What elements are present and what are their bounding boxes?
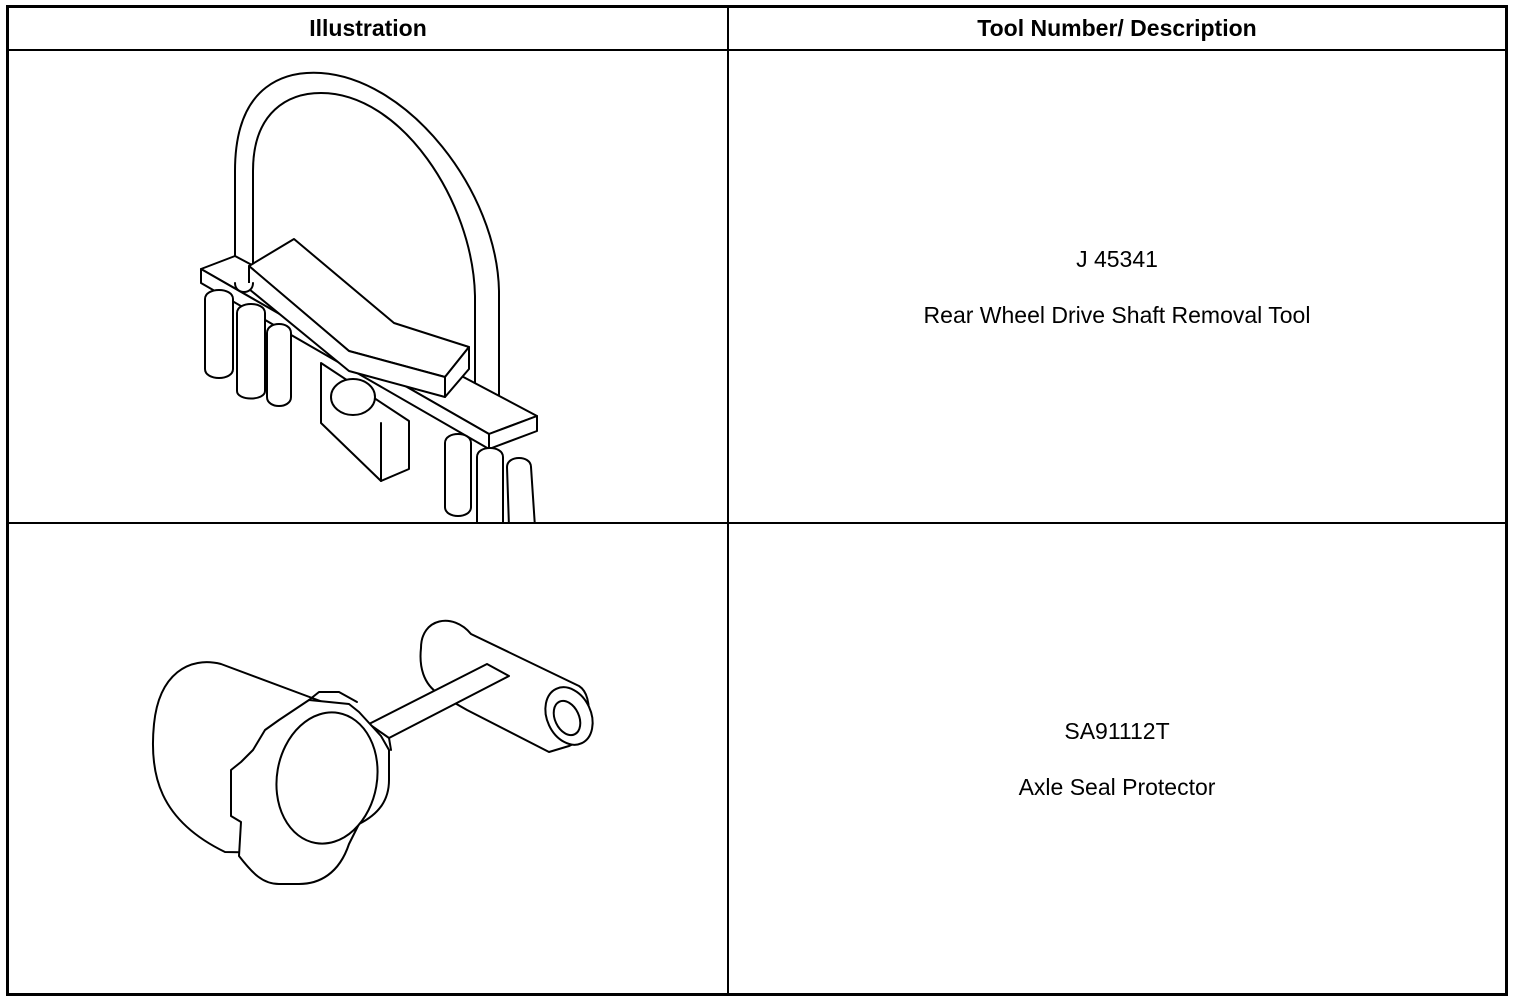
driveshaft-removal-tool-icon <box>200 71 538 522</box>
header-illustration: Illustration <box>9 8 729 51</box>
illustration-cell <box>9 524 729 993</box>
axle-seal-protector-icon <box>151 619 594 885</box>
tool-number: SA91112T <box>1064 717 1170 744</box>
description-cell: SA91112T Axle Seal Protector <box>729 524 1505 993</box>
tool-number: J 45341 <box>1076 245 1158 272</box>
tool-description: Rear Wheel Drive Shaft Removal Tool <box>923 301 1311 328</box>
description-cell: J 45341 Rear Wheel Drive Shaft Removal T… <box>729 51 1505 524</box>
tool-description: Axle Seal Protector <box>1018 773 1216 800</box>
tool-table: Illustration Tool Number/ Description <box>6 5 1508 996</box>
header-tool-description: Tool Number/ Description <box>729 8 1505 51</box>
illustration-cell <box>9 51 729 524</box>
